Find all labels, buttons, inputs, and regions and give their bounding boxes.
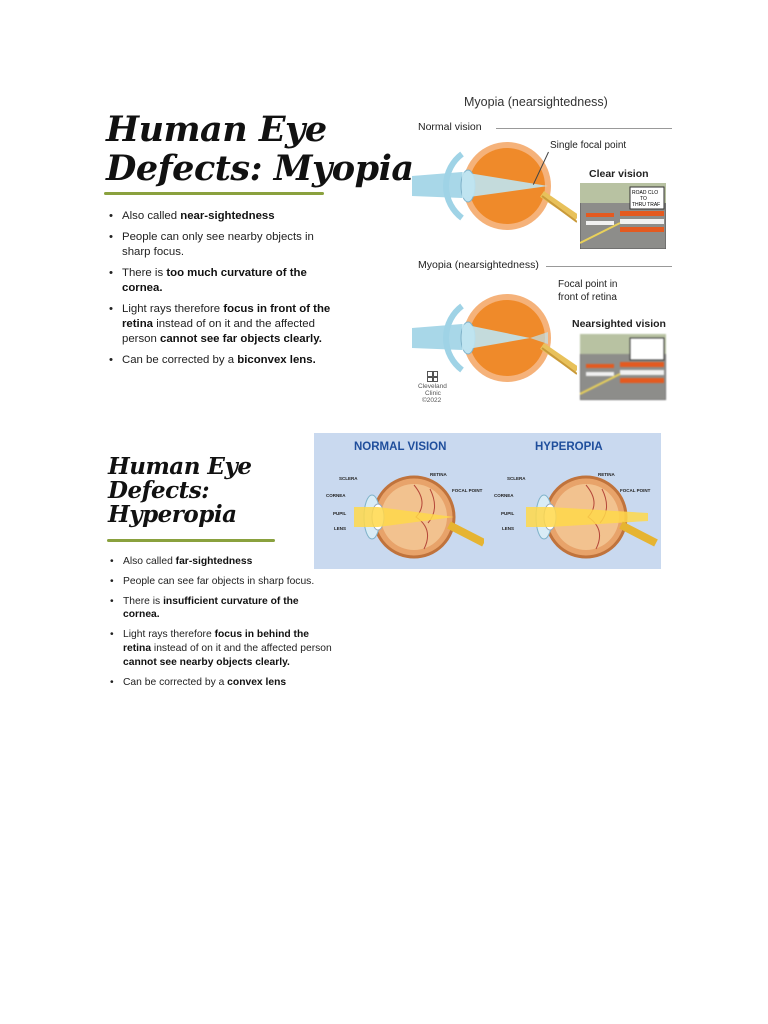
hyperopic-eye-cross-section <box>526 475 658 559</box>
label-cornea-normal: CORNEA <box>326 493 346 498</box>
bullet-item: There is insufficient curvature of the c… <box>110 595 335 623</box>
bullet-bold-text: biconvex lens. <box>237 354 316 366</box>
bullet-bold-text: too much curvature of the cornea. <box>122 267 307 294</box>
bullet-item: Can be corrected by a convex lens <box>110 676 335 690</box>
myopia-figure-heading: Myopia (nearsightedness) <box>464 95 608 109</box>
credit-line-1: Cleveland <box>418 383 447 390</box>
hyperopia-title-line-1: Human Eye <box>108 453 252 480</box>
nearsighted-vision-photo <box>580 334 666 400</box>
bullet-text: People can only see nearby objects in sh… <box>122 231 314 258</box>
myopia-title-rule <box>104 192 324 195</box>
normal-eye-cross-section <box>354 475 484 559</box>
myopia-callout-line-1: Focal point in <box>558 279 618 290</box>
bullet-text: instead of on it and the affected person <box>151 642 332 654</box>
bullet-bold-text: focus in front of the retina <box>122 303 331 330</box>
sign-line-1: ROAD CLO <box>632 190 658 196</box>
label-focal-point-normal: FOCAL POINT <box>452 488 483 493</box>
label-pupil-hyperopia: PUPIL <box>501 511 515 516</box>
credit-line-2: Clinic <box>425 390 441 397</box>
credit-line-3: ©2022 <box>422 397 442 404</box>
label-retina-normal: RETINA <box>430 472 447 477</box>
normal-vision-callout: Single focal point <box>550 140 627 151</box>
normal-vision-divider <box>496 128 672 129</box>
bullet-item: There is too much curvature of the corne… <box>109 266 339 296</box>
label-sclera-hyperopia: SCLERA <box>507 476 526 481</box>
sign-line-2: TO <box>640 196 647 202</box>
hyperopia-title-line-2: Defects: <box>108 477 210 504</box>
label-lens-normal: LENS <box>334 526 347 531</box>
bullet-item: Light rays therefore focus in front of t… <box>109 302 339 347</box>
label-cornea-hyperopia: CORNEA <box>494 493 514 498</box>
hyperopia-title: Human Eye Defects: Hyperopia <box>108 453 252 528</box>
label-retina-hyperopia: RETINA <box>598 472 615 477</box>
hyperopia-title-line-3: Hyperopia <box>108 501 237 528</box>
normal-eye-diagram <box>412 142 577 230</box>
bullet-text: People can see far objects in sharp focu… <box>123 575 315 587</box>
normal-vision-heading: NORMAL VISION <box>354 441 447 453</box>
hyperopia-heading: HYPEROPIA <box>535 441 603 453</box>
bullet-bold-text: near-sightedness <box>180 210 275 222</box>
label-pupil-normal: PUPIL <box>333 511 347 516</box>
hyperopia-title-rule <box>107 539 275 542</box>
myopia-bullet-list: Also called near-sightednessPeople can o… <box>109 209 339 374</box>
bullet-bold-text: far-sightedness <box>175 556 253 567</box>
nearsighted-vision-label: Nearsighted vision <box>572 318 666 330</box>
myopia-section-label: Myopia (nearsightedness) <box>418 259 539 271</box>
bullet-bold-text: cannot see nearby objects clearly. <box>123 656 290 668</box>
label-focal-point-hyperopia: FOCAL POINT <box>620 488 651 493</box>
sign-line-3: THRU TRAF <box>632 202 660 208</box>
bullet-text: Can be corrected by a <box>123 676 228 688</box>
normal-vision-label: Normal vision <box>418 121 482 133</box>
bullet-text: Also called <box>123 556 176 567</box>
bullet-text: There is <box>122 267 167 279</box>
myopia-title: Human Eye Defects: Myopia <box>106 112 414 186</box>
bullet-text: instead of on it and the affected person <box>122 318 315 345</box>
label-lens-hyperopia: LENS <box>502 526 515 531</box>
clear-vision-photo: ROAD CLO TO THRU TRAF <box>580 183 666 249</box>
bullet-bold-text: cannot see far objects clearly. <box>160 333 322 345</box>
myopia-callout-line-2: front of retina <box>558 292 617 303</box>
bullet-text: There is <box>123 595 164 607</box>
bullet-text: Light rays therefore <box>122 303 224 315</box>
bullet-item: Also called near-sightedness <box>109 209 339 224</box>
myopia-title-line-2: Defects: Myopia <box>106 148 414 189</box>
bullet-text: Light rays therefore <box>123 629 215 641</box>
hyperopia-figure: NORMAL VISION HYPEROPIA SCLERA RETINA CO… <box>314 433 661 569</box>
myopia-section-divider <box>546 266 672 267</box>
myopic-eye-diagram <box>412 294 577 382</box>
label-sclera-normal: SCLERA <box>339 476 358 481</box>
bullet-item: Can be corrected by a biconvex lens. <box>109 353 339 368</box>
bullet-bold-text: focus in behind the retina <box>123 629 309 654</box>
myopia-figure: Myopia (nearsightedness) Normal vision S… <box>412 92 674 410</box>
bullet-text: Also called <box>122 210 181 222</box>
bullet-item: People can see far objects in sharp focu… <box>110 575 335 589</box>
hyperopia-bullet-list: Also called far-sightednessPeople can se… <box>110 555 335 695</box>
cleveland-clinic-logo-icon <box>427 371 438 382</box>
bullet-item: Also called far-sightedness <box>110 555 335 569</box>
bullet-bold-text: convex lens <box>227 676 287 688</box>
myopia-title-line-1: Human Eye <box>106 109 327 150</box>
bullet-item: Light rays therefore focus in behind the… <box>110 628 335 669</box>
bullet-item: People can only see nearby objects in sh… <box>109 230 339 260</box>
clear-vision-label: Clear vision <box>589 168 649 180</box>
bullet-bold-text: insufficient curvature of the cornea. <box>123 595 299 621</box>
bullet-text: Can be corrected by a <box>122 354 238 366</box>
